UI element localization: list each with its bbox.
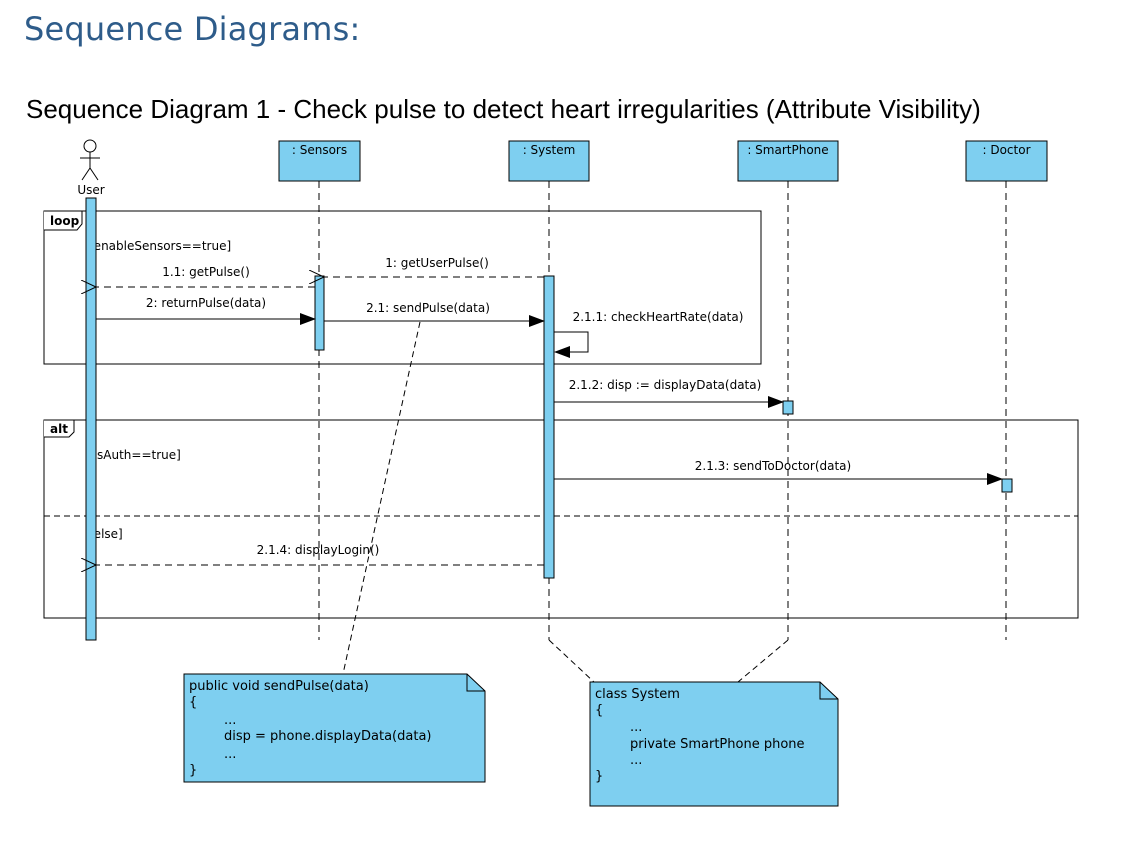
message-2-1-2: 2.1.2: disp := displayData(data) xyxy=(554,378,784,408)
note-line: class System xyxy=(595,687,680,702)
lifeline-label: : SmartPhone xyxy=(747,143,828,157)
message-2-1-1: 2.1.1: checkHeartRate(data) xyxy=(554,310,744,358)
guard: [else] xyxy=(89,527,123,541)
note-2-connector-system xyxy=(548,639,595,683)
message-label: 2.1.1: checkHeartRate(data) xyxy=(573,310,744,324)
message-2: 2: returnPulse(data) xyxy=(96,296,316,325)
doctor-activation xyxy=(1001,478,1013,493)
note-line: ... xyxy=(630,720,642,735)
alt-fragment: alt [isAuth==true] [else] xyxy=(43,419,1079,619)
lifeline-sensors: : Sensors xyxy=(278,140,361,182)
message-label: 1.1: getPulse() xyxy=(162,265,250,279)
actor-label: User xyxy=(77,183,104,197)
note-1-connector xyxy=(342,321,421,675)
message-2-1-4: 2.1.4: displayLogin() xyxy=(96,543,544,565)
loop-fragment: loop [enableSensors==true] xyxy=(43,210,762,365)
note-2-connector-smartphone xyxy=(737,639,789,683)
fragment-operator: loop xyxy=(50,214,80,228)
message-1: 1: getUserPulse() xyxy=(324,256,544,277)
lifeline-label: : Doctor xyxy=(982,143,1030,157)
message-label: 2.1.2: disp := displayData(data) xyxy=(569,378,762,392)
message-label: 2.1.3: sendToDoctor(data) xyxy=(695,459,851,473)
note-sendpulse: public void sendPulse(data) { ... disp =… xyxy=(183,673,486,783)
lifeline-smartphone: : SmartPhone xyxy=(737,140,839,182)
note-line: disp = phone.displayData(data) xyxy=(224,729,432,744)
note-line: public void sendPulse(data) xyxy=(189,679,369,694)
note-line: } xyxy=(189,763,197,778)
user-activation xyxy=(85,197,97,641)
diagram-title: Sequence Diagram 1 - Check pulse to dete… xyxy=(26,94,981,124)
lifeline-label: : Sensors xyxy=(292,143,347,157)
note-line: ... xyxy=(630,753,642,768)
lifeline-label: : System xyxy=(523,143,576,157)
page-heading: Sequence Diagrams: xyxy=(24,10,361,48)
actor-user: User xyxy=(77,139,105,197)
smartphone-activation xyxy=(782,400,794,415)
message-label: 2: returnPulse(data) xyxy=(146,296,266,310)
message-label: 2.1: sendPulse(data) xyxy=(366,301,490,315)
note-line: ... xyxy=(224,713,236,728)
fragment-operator: alt xyxy=(50,422,68,436)
message-label: 2.1.4: displayLogin() xyxy=(257,543,380,557)
message-2-1: 2.1: sendPulse(data) xyxy=(324,301,545,327)
message-label: 1: getUserPulse() xyxy=(385,256,489,270)
note-class-system: class System { ... private SmartPhone ph… xyxy=(589,681,839,807)
note-line: private SmartPhone phone xyxy=(630,737,805,752)
note-line: { xyxy=(189,695,197,710)
lifeline-doctor: : Doctor xyxy=(965,140,1048,182)
note-line: } xyxy=(595,769,603,784)
system-activation xyxy=(543,275,555,579)
note-line: ... xyxy=(224,747,236,762)
guard: [enableSensors==true] xyxy=(89,239,231,253)
message-1-1: 1.1: getPulse() xyxy=(96,265,315,287)
sensors-activation xyxy=(314,275,325,351)
lifeline-system: : System xyxy=(508,140,590,182)
message-2-1-3: 2.1.3: sendToDoctor(data) xyxy=(554,459,1003,485)
note-line: { xyxy=(595,703,603,718)
guard: [isAuth==true] xyxy=(89,448,181,462)
